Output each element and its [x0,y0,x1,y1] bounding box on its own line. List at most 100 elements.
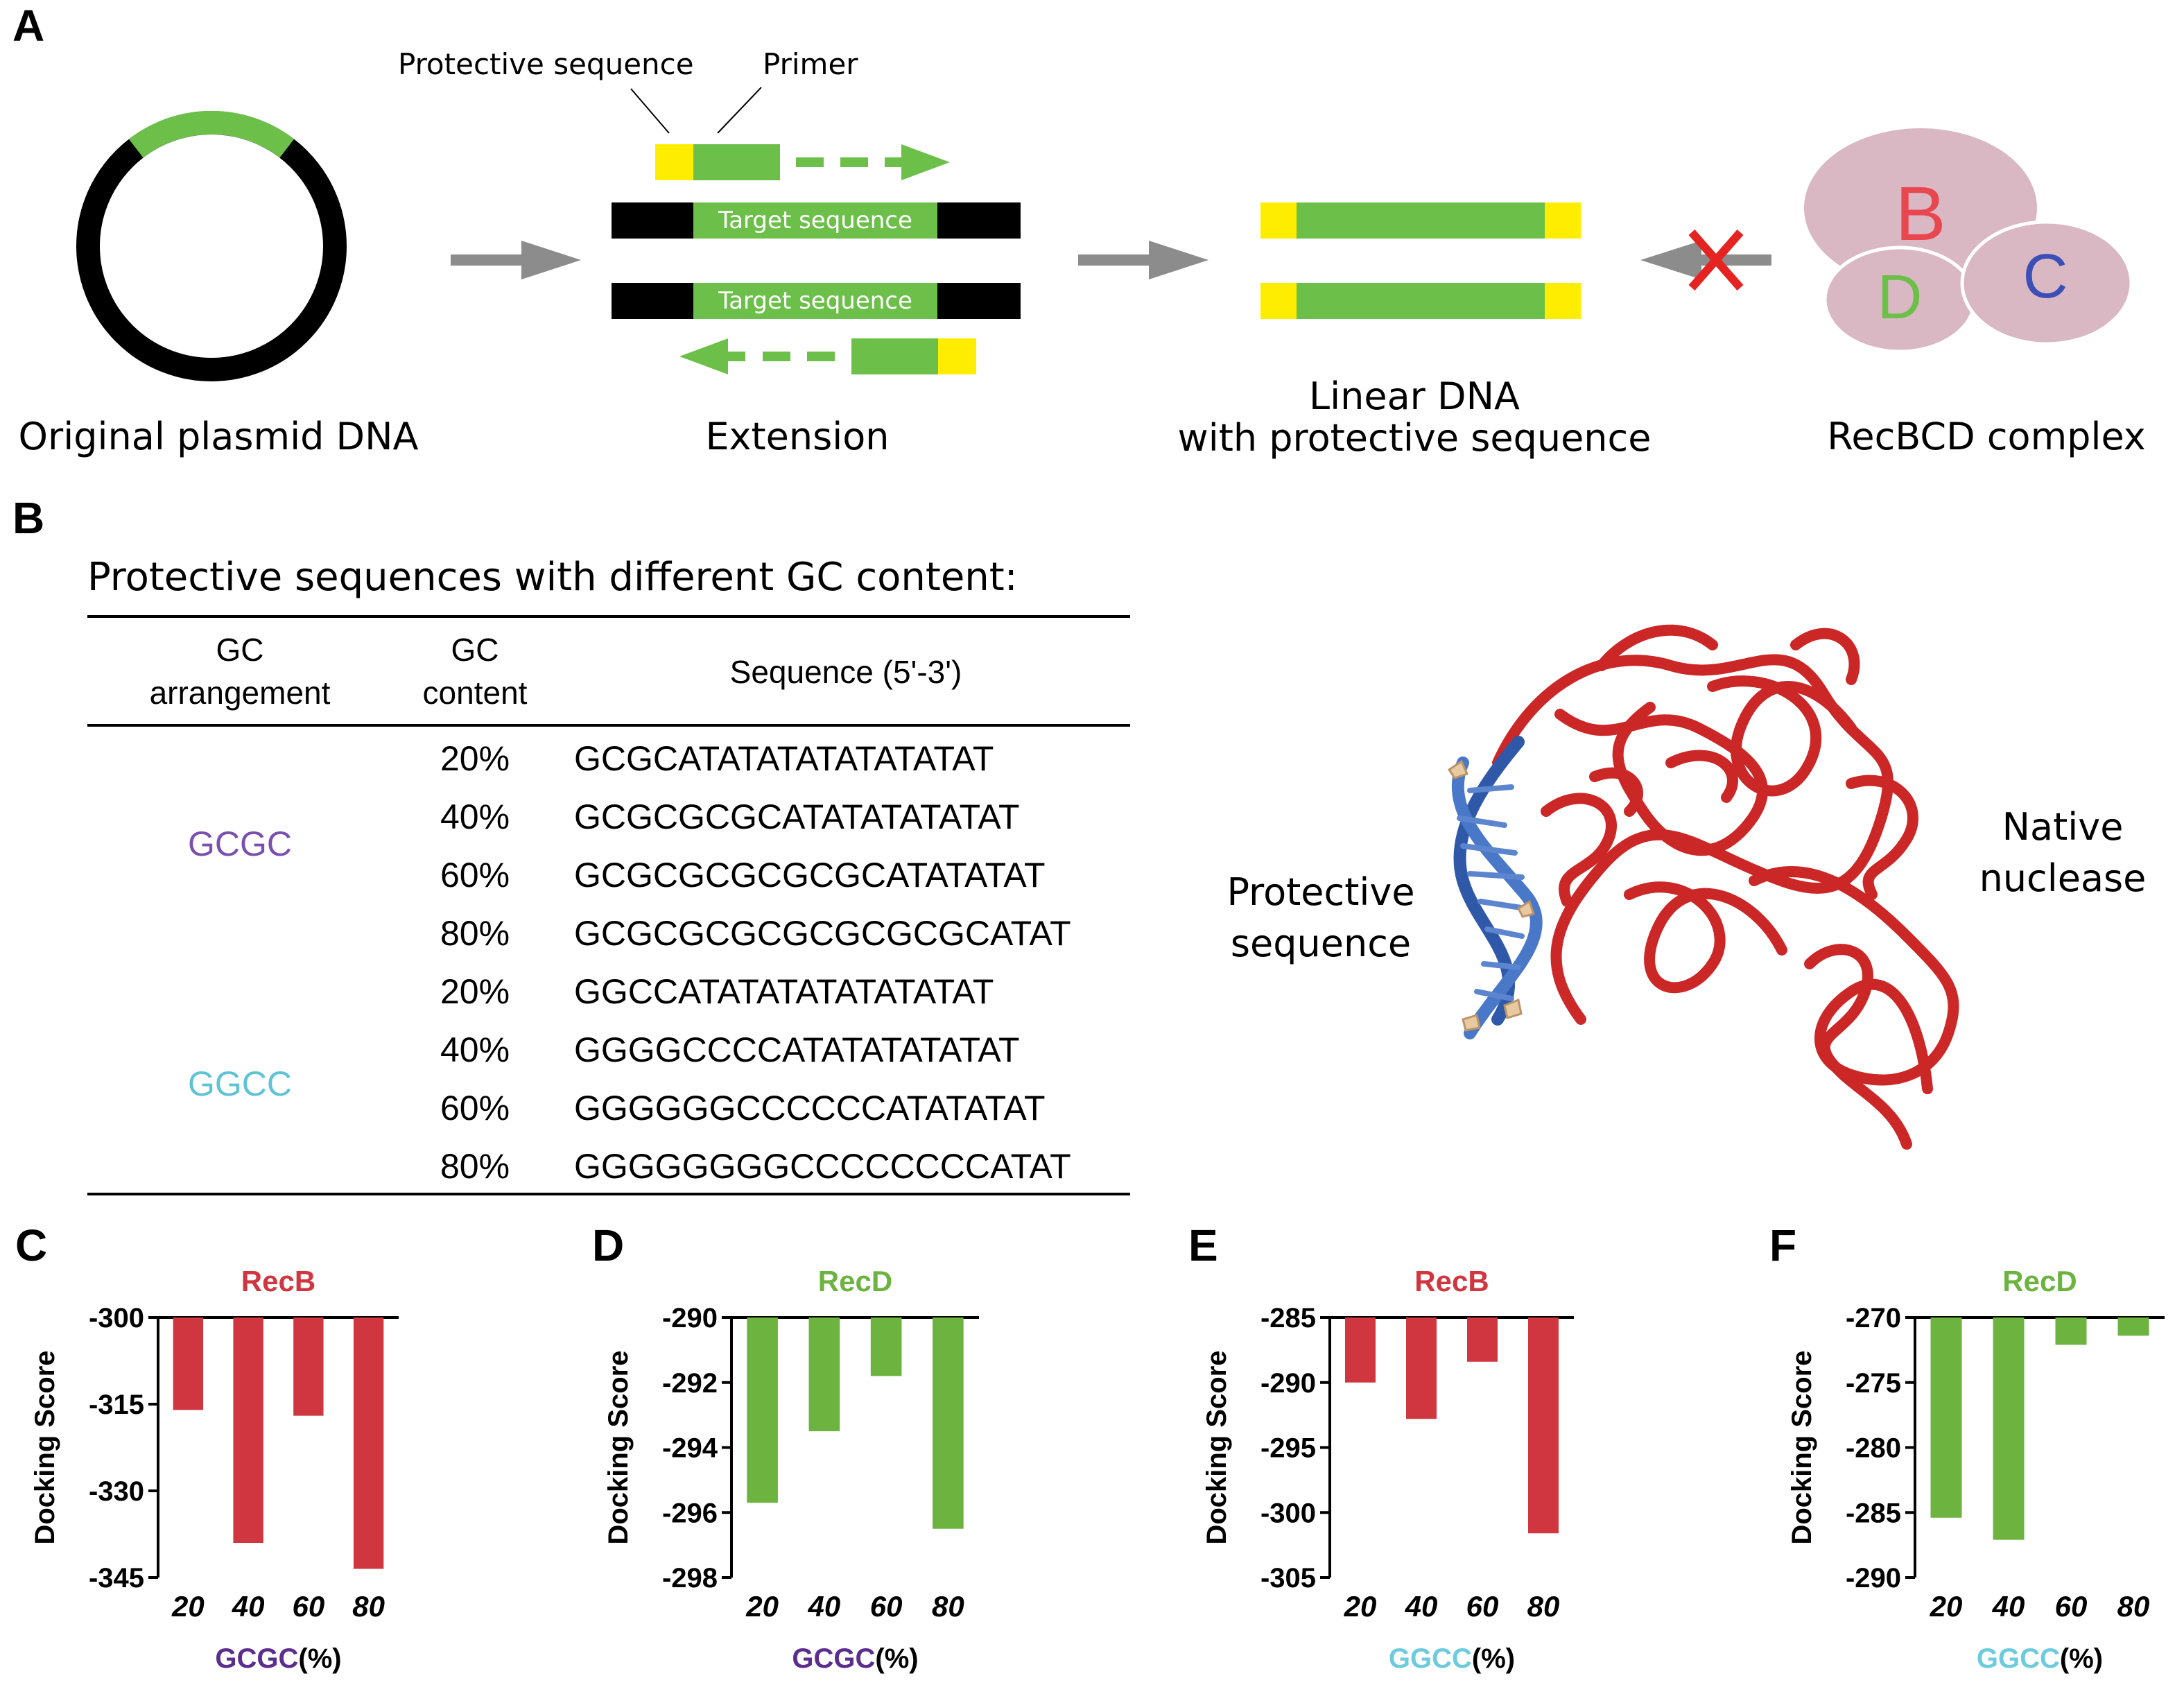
pointer-line-protective [630,88,670,134]
group-label-ggcc: GGCC [188,1064,292,1103]
process-arrow-2 [1078,241,1208,279]
bar [1528,1317,1559,1534]
x-tick-label: 60 [293,1590,325,1623]
table-cell-content: 40% [440,797,510,836]
sequence-column: GCGCATATATATATATATAT GCGCGCGCATATATATATA… [574,729,1129,1195]
table-rules [87,615,1130,1195]
chart-title: RecD [818,1265,892,1297]
native-nuclease-ribbon [1492,624,1959,1150]
table-cell-content: 20% [440,972,510,1011]
template-strand-top [612,202,1021,239]
table-cell-sequence: GCGCGCGCGCGCATATATAT [574,856,1046,895]
table-cell-sequence: GGGGGGCCCCCCATATATAT [574,1089,1046,1127]
panel-letter-d: D [592,1220,624,1270]
y-tick-label: -295 [1260,1433,1316,1464]
table-cell-content: 40% [440,1030,510,1069]
table-cell-sequence: GGGGCCCCATATATATATAT [574,1030,1020,1069]
process-arrow-1 [451,241,581,279]
x-tick-label: 80 [1527,1590,1560,1623]
chart-title: RecB [1414,1265,1489,1297]
recbcd-complex [1804,128,2133,354]
y-tick-label: -275 [1846,1368,1901,1399]
x-tick-label: 60 [1466,1590,1499,1623]
bar [233,1317,263,1543]
bar [1345,1317,1376,1383]
x-axis-label-unit: (%) [1472,1643,1515,1674]
x-axis-label-unit: (%) [875,1643,918,1674]
x-tick-label: 80 [932,1590,964,1623]
panel-letter-c: C [15,1220,47,1270]
plasmid-ring [76,110,347,381]
y-axis-label: Docking Score [1787,1350,1817,1544]
x-axis-label-unit: (%) [298,1643,341,1674]
y-tick-label: -285 [1260,1303,1316,1333]
table-cell-content: 20% [440,739,510,778]
y-tick-label: -305 [1260,1563,1316,1593]
protective-sequence-label: Protective sequence [398,47,694,81]
protective-sequence-structure-label: Protective sequence [1227,870,1415,965]
y-tick-label: -330 [89,1476,144,1507]
reverse-primer [679,338,976,374]
x-axis-label-group: GGCC [1977,1643,2060,1674]
x-tick-label: 20 [1930,1590,1963,1623]
nuclease-dna-structure [1447,624,1959,1150]
recd-subunit-label: D [1877,263,1923,332]
native-nuclease-structure-label: Native nuclease [1979,805,2147,900]
y-tick-label: -290 [1260,1368,1316,1399]
panel-letter-a: A [12,1,45,51]
bar [2117,1317,2149,1336]
x-axis-label-unit: (%) [2060,1643,2103,1674]
x-tick-label: 40 [232,1590,265,1623]
blocked-arrow [1640,230,1771,291]
x-axis-label-group: GCGC [792,1643,875,1674]
y-tick-label: -315 [89,1390,144,1420]
table-cell-content: 60% [440,1089,510,1127]
x-tick-label: 60 [870,1590,903,1623]
bar [933,1317,964,1529]
extension-caption: Extension [705,415,890,458]
x-axis-label-group: GCGC [215,1643,298,1674]
x-tick-label: 20 [1344,1590,1377,1623]
pointer-line-primer [717,87,762,134]
x-axis-label-group: GGCC [1389,1643,1472,1674]
panel-letter-e: E [1188,1220,1218,1270]
x-axis-label: GGCC(%) [1977,1643,2103,1674]
table-cell-sequence: GGGGGGGGCCCCCCCCATAT [574,1147,1071,1186]
panel-a-diagram [76,87,2133,381]
y-tick-label: -292 [662,1368,718,1399]
linear-caption-line1: Linear DNA [1309,374,1520,418]
y-tick-label: -290 [1846,1563,1901,1593]
x-tick-label: 60 [2055,1590,2088,1623]
y-tick-label: -300 [89,1303,144,1333]
chart-title: RecB [241,1265,315,1297]
panel-letter-b: B [12,493,45,543]
y-tick-label: -285 [1846,1498,1901,1528]
table-title: Protective sequences with different GC c… [87,555,1018,600]
x-axis-label: GCGC(%) [215,1643,341,1674]
header-gc-content: GC content [422,632,528,711]
target-sequence-label-top: Target sequence [718,207,912,234]
bar [870,1317,902,1376]
y-tick-label: -280 [1846,1433,1901,1464]
bar [808,1317,840,1432]
x-axis-label: GGCC(%) [1389,1643,1515,1674]
table-cell-content: 60% [440,856,510,895]
linear-caption-line2: with protective sequence [1177,416,1652,460]
primer-label: Primer [763,47,858,81]
header-gc-arrangement: GC arrangement [149,632,331,711]
x-tick-label: 40 [1405,1590,1438,1623]
recc-subunit-label: C [2022,242,2068,311]
group-label-gcgc: GCGC [188,824,292,863]
x-axis-label: GCGC(%) [792,1643,918,1674]
bar [1467,1317,1498,1362]
table-cell-sequence: GCGCGCGCGCGCGCGCATAT [574,914,1071,953]
y-tick-label: -345 [89,1563,144,1593]
table-cell-content: 80% [440,1147,510,1186]
header-sequence: Sequence (5'-3') [729,654,962,690]
linear-dna-bottom [1260,283,1581,319]
bar [1406,1317,1437,1419]
y-tick-label: -298 [662,1563,718,1593]
bar [747,1317,778,1503]
table-cell-sequence: GCGCATATATATATATATAT [574,739,994,778]
panel-letter-f: F [1769,1220,1796,1270]
